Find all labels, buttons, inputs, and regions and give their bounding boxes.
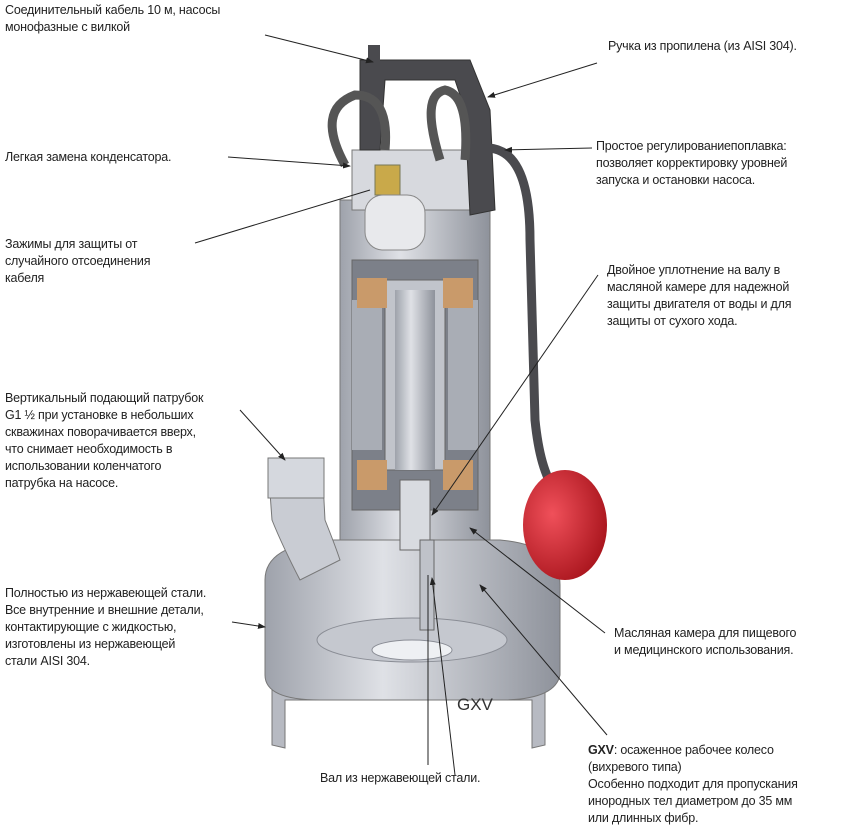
label-line: изготовлены из нержавеющей (5, 637, 176, 651)
label-steel: Полностью из нержавеющей стали. Все внут… (5, 585, 233, 670)
label-line: позволяет корректировку уровней (596, 156, 788, 170)
label-line: (вихревого типа) (588, 760, 682, 774)
label-text: : осаженное рабочее колесо (613, 743, 774, 757)
label-handle: Ручка из пропилена (из AISI 304). (608, 39, 797, 53)
label-line: GXV: осаженное рабочее колесо (588, 742, 833, 759)
label-line: Масляная камера для пищевого (614, 626, 797, 640)
label-line: контактирующие с жидкостью, (5, 620, 177, 634)
label-line: G1 ½ при установке в небольших (5, 408, 194, 422)
float-cable (487, 143, 559, 493)
label-clamps: Зажимы для защиты от случайного отсоедин… (5, 236, 150, 287)
leader-capacitor (227, 156, 351, 169)
leader-shaft-2 (429, 577, 456, 776)
impeller-title: GXV (588, 743, 614, 757)
label-seal: Двойное уплотнение на валу в масляной ка… (607, 262, 830, 330)
label-line: что снимает необходимость в (5, 442, 173, 456)
label-capacitor: Легкая замена конденсатора. (5, 150, 172, 164)
label-oil: Масляная камера для пищевого и медицинск… (614, 625, 796, 659)
leader-clamps (194, 189, 371, 244)
label-line: и медицинского использования. (614, 643, 794, 657)
label-line: Все внутренние и внешние детали, (5, 603, 204, 617)
label-line: Соединительный кабель 10 м, насосы (5, 3, 221, 17)
model-label: GXV (457, 695, 493, 714)
label-line: Зажимы для защиты от (5, 237, 138, 251)
label-line: Особенно подходит для пропускания (588, 777, 798, 791)
label-line: масляной камере для надежной (607, 280, 790, 294)
label-float: Простое регулированиепоплавка: позволяет… (596, 138, 833, 189)
leader-impeller (479, 584, 608, 736)
label-line: патрубка на насосе. (5, 476, 119, 490)
leader-float (504, 146, 593, 153)
label-line: случайного отсоединения (5, 254, 151, 268)
label-line: Вертикальный подающий патрубок (5, 391, 204, 405)
leader-seal (431, 274, 599, 516)
leader-oil (469, 527, 606, 634)
label-line: защиты двигателя от воды и для (607, 297, 792, 311)
leader-steel (231, 621, 266, 629)
label-outlet: Вертикальный подающий патрубок G1 ½ при … (5, 390, 237, 492)
label-shaft: Вал из нержавеющей стали. (320, 771, 481, 785)
label-line: монофазные с вилкой (5, 20, 130, 34)
label-line: Простое регулированиепоплавка: (596, 139, 787, 153)
label-line: скважинах поворачивается вверх, (5, 425, 196, 439)
label-line: Полностью из нержавеющей стали. (5, 586, 207, 600)
leader-handle (487, 62, 598, 98)
label-impeller: GXV: осаженное рабочее колесо (вихревого… (588, 742, 833, 827)
label-line: или длинных фибр. (588, 811, 699, 825)
label-line: использовании коленчатого (5, 459, 162, 473)
label-cable: Соединительный кабель 10 м, насосы моноф… (5, 2, 285, 36)
leader-cable (264, 34, 374, 64)
label-line: стали AISI 304. (5, 654, 90, 668)
leader-outlet (239, 409, 286, 461)
label-line: запуска и остановки насоса. (596, 173, 756, 187)
label-line: защиты от сухого хода. (607, 314, 738, 328)
label-line: инородных тел диаметром до 35 мм (588, 794, 793, 808)
label-line: Двойное уплотнение на валу в (607, 263, 781, 277)
float (523, 470, 607, 580)
label-line: кабеля (5, 271, 45, 285)
